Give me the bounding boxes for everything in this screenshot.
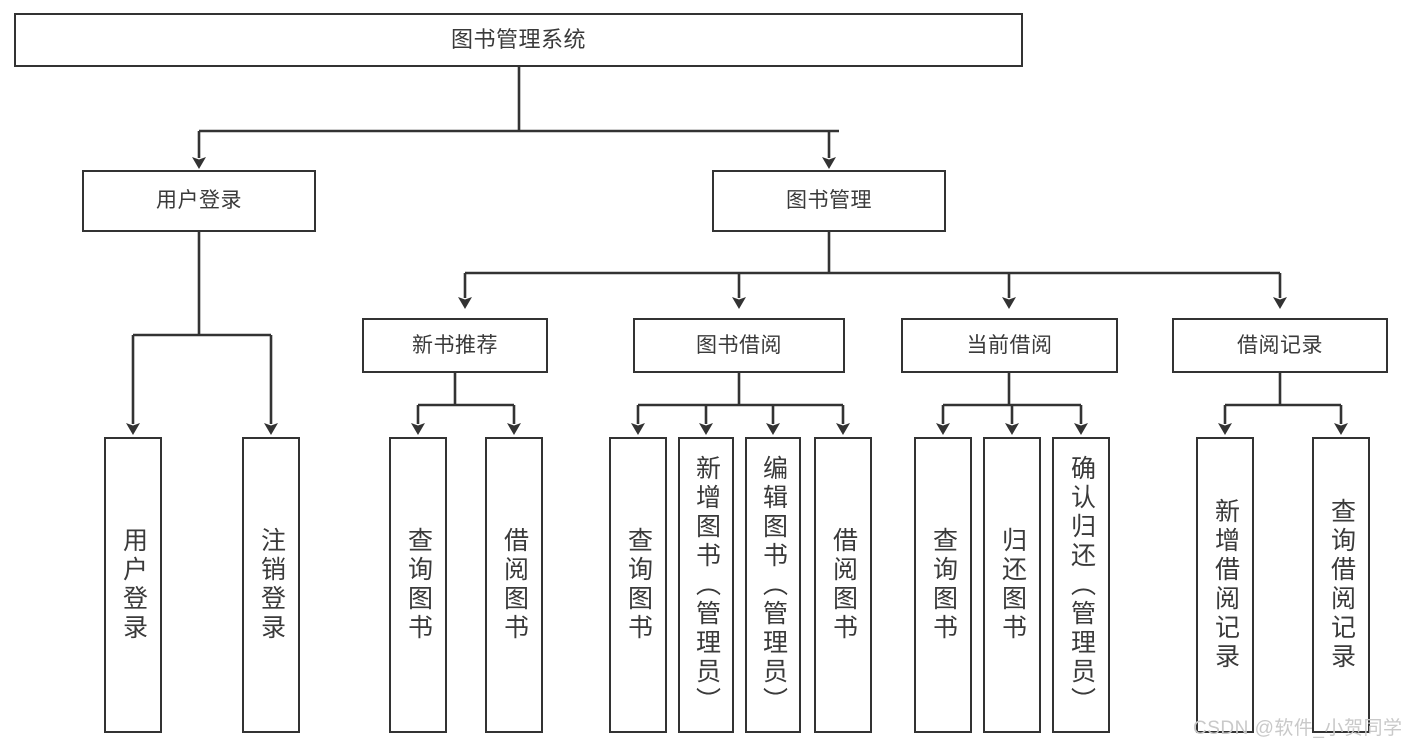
- leaf-borrow-books[interactable]: 借阅图书: [814, 437, 872, 733]
- leaf-return-books[interactable]: 归还图书: [983, 437, 1041, 733]
- node-label: 新增图书（管理员）: [692, 454, 721, 716]
- csdn-watermark: CSDN @软件_小贺同学: [1193, 718, 1403, 739]
- leaf-add-borrow-record[interactable]: 新增借阅记录: [1196, 437, 1254, 733]
- node-label: 注销登录: [257, 527, 286, 643]
- node-label: 查询图书: [929, 527, 958, 643]
- node-user-login[interactable]: 用户登录: [82, 170, 316, 232]
- node-label: 图书管理: [786, 189, 872, 213]
- node-label: 查询图书: [404, 527, 433, 643]
- node-label: 确认归还（管理员）: [1067, 454, 1096, 716]
- node-label: 归还图书: [998, 527, 1027, 643]
- node-label: 用户登录: [119, 527, 148, 643]
- leaf-user-login[interactable]: 用户登录: [104, 437, 162, 733]
- node-label: 图书借阅: [696, 333, 782, 357]
- node-label: 查询借阅记录: [1327, 498, 1356, 672]
- node-label: 图书管理系统: [450, 26, 586, 52]
- leaf-confirm-return-admin[interactable]: 确认归还（管理员）: [1052, 437, 1110, 733]
- node-label: 当前借阅: [966, 333, 1053, 357]
- node-new-book-recommendation[interactable]: 新书推荐: [362, 318, 548, 373]
- node-label: 用户登录: [156, 189, 242, 213]
- leaf-add-book-admin[interactable]: 新增图书（管理员）: [678, 437, 734, 733]
- leaf-logout[interactable]: 注销登录: [242, 437, 300, 733]
- leaf-borrow-books-recommend[interactable]: 借阅图书: [485, 437, 543, 733]
- leaf-query-books-borrow[interactable]: 查询图书: [609, 437, 667, 733]
- node-root-library-system[interactable]: 图书管理系统: [14, 13, 1023, 67]
- node-label: 借阅记录: [1237, 333, 1323, 357]
- node-label: 新增借阅记录: [1211, 498, 1240, 672]
- node-book-borrowing[interactable]: 图书借阅: [633, 318, 845, 373]
- leaf-edit-book-admin[interactable]: 编辑图书（管理员）: [745, 437, 801, 733]
- node-label: 新书推荐: [412, 333, 498, 357]
- leaf-query-books-recommend[interactable]: 查询图书: [389, 437, 447, 733]
- node-borrow-records[interactable]: 借阅记录: [1172, 318, 1388, 373]
- node-label: 借阅图书: [829, 527, 858, 643]
- leaf-query-books-current[interactable]: 查询图书: [914, 437, 972, 733]
- leaf-query-borrow-record[interactable]: 查询借阅记录: [1312, 437, 1370, 733]
- node-current-borrowing[interactable]: 当前借阅: [901, 318, 1118, 373]
- node-label: 编辑图书（管理员）: [759, 454, 788, 716]
- node-label: 查询图书: [624, 527, 653, 643]
- node-book-management[interactable]: 图书管理: [712, 170, 946, 232]
- node-label: 借阅图书: [500, 527, 529, 643]
